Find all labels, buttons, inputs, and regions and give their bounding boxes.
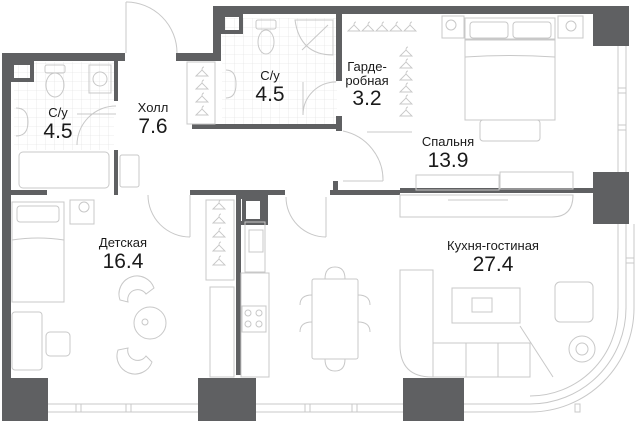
room-label-kids-room: Детская 16.4 — [88, 236, 158, 273]
room-area: 4.5 — [255, 82, 285, 106]
room-area: 7.6 — [138, 114, 168, 138]
room-name-line-2: робная — [345, 72, 389, 88]
room-name: Детская — [98, 235, 148, 250]
armchair-icon — [554, 281, 594, 323]
room-label-hall: Холл 7.6 — [128, 101, 178, 138]
bathtub-icon — [18, 151, 110, 189]
walls — [2, 6, 629, 421]
dining-table-icon — [311, 278, 359, 360]
room-area: 27.4 — [472, 252, 514, 276]
fixtures — [11, 15, 596, 378]
bathroom-2-tiles — [222, 18, 337, 124]
room-label-bedroom: Спальня 13.9 — [415, 135, 481, 172]
doors — [76, 1, 384, 238]
shower-icon — [294, 19, 334, 56]
ducts — [10, 13, 264, 223]
room-label-kitchen-living: Кухня-гостиная 27.4 — [438, 239, 548, 276]
room-area: 13.9 — [427, 148, 469, 172]
room-name-line-1: Гарде- — [347, 59, 387, 74]
room-name: С/у — [260, 68, 280, 83]
windows — [48, 46, 635, 413]
room-area: 3.2 — [352, 87, 382, 111]
room-area: 16.4 — [102, 249, 144, 273]
room-name: Спальня — [421, 134, 475, 149]
room-name: Кухня-гостиная — [447, 238, 539, 253]
room-label-wardrobe: Гарде- робная 3.2 — [343, 60, 391, 110]
room-name: С/у — [48, 105, 68, 120]
room-label-bathroom-2: С/у 4.5 — [250, 69, 290, 106]
room-name: Холл — [137, 100, 169, 115]
room-label-bathroom-1: С/у 4.5 — [38, 106, 78, 143]
room-area: 4.5 — [43, 119, 73, 143]
